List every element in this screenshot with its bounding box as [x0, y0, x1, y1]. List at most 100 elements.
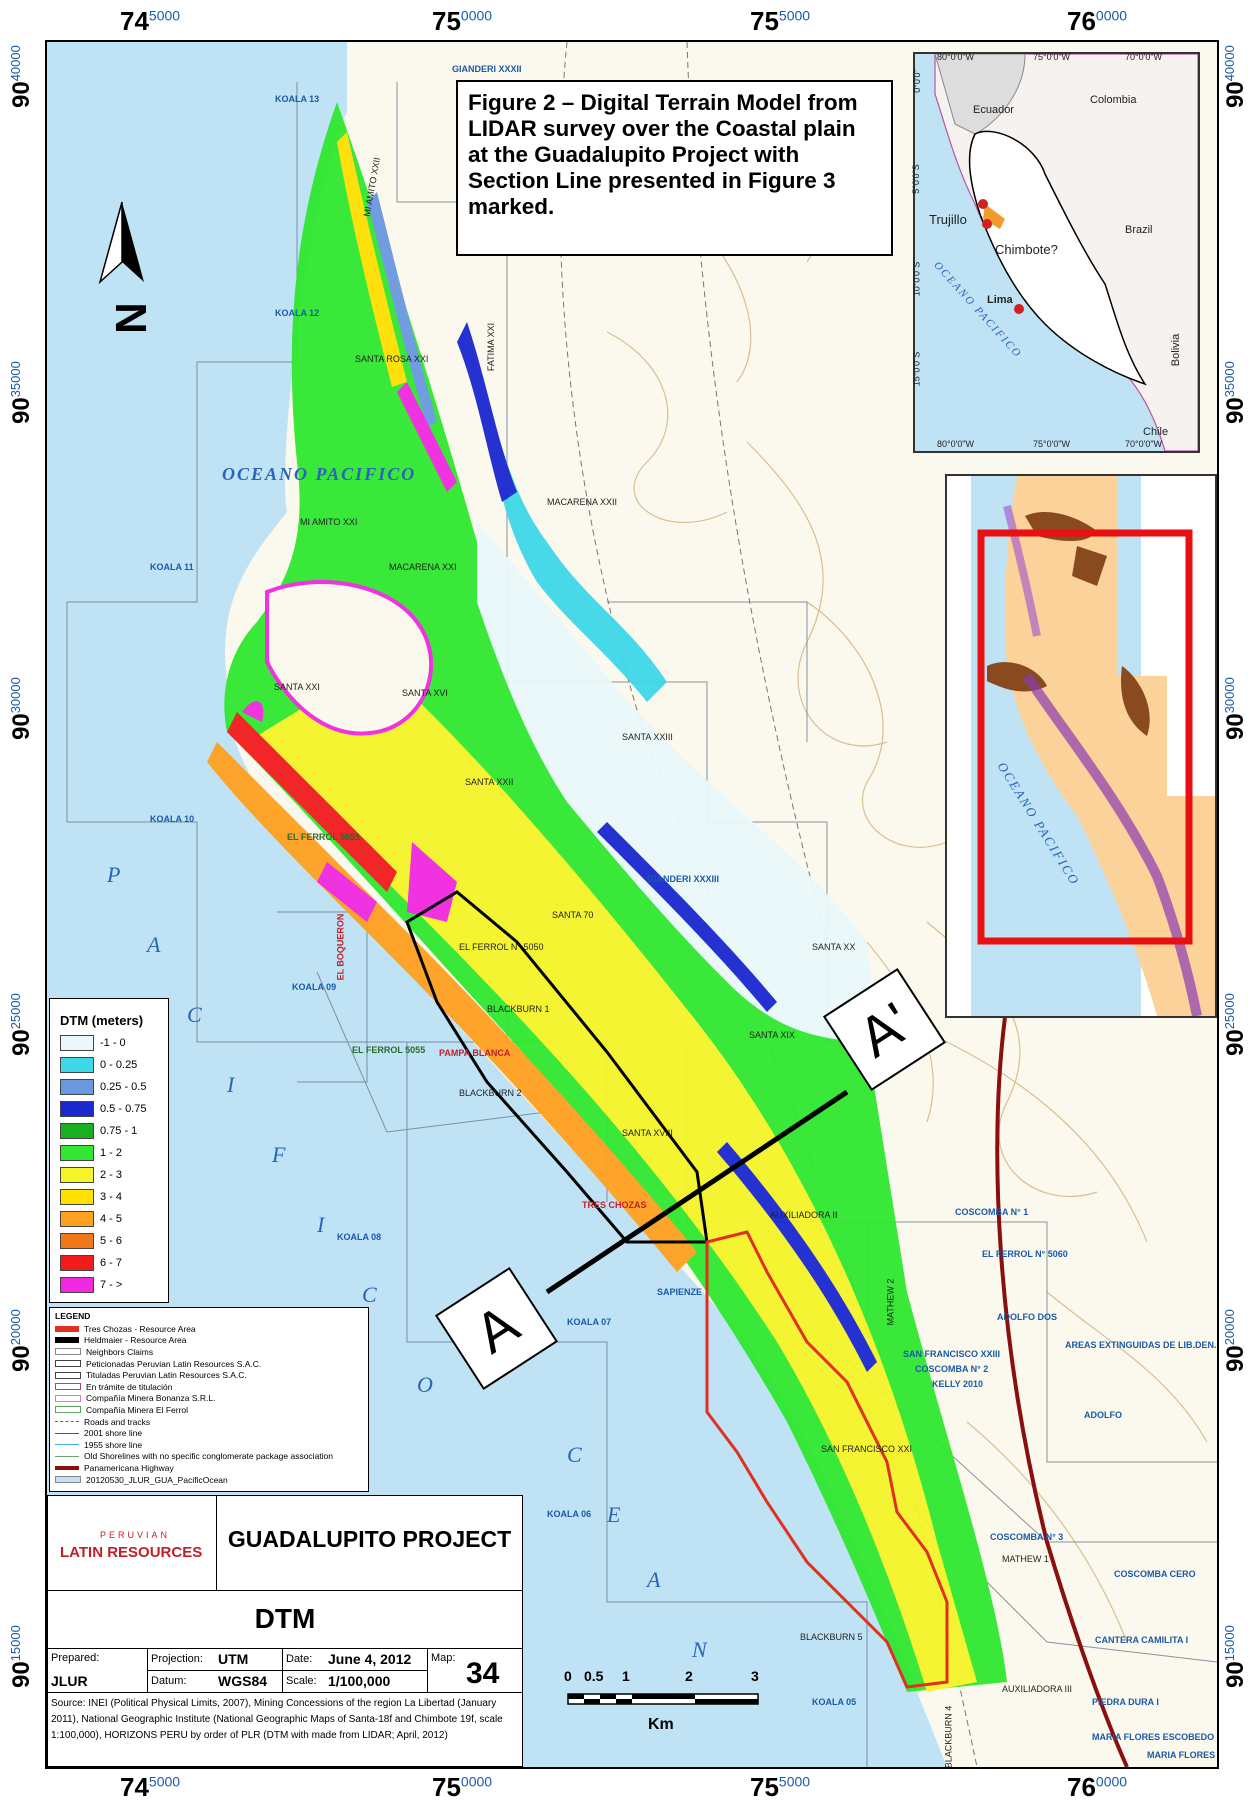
panamericana-highway [995, 1001, 1129, 1767]
legend-swatch [55, 1465, 79, 1470]
legend-row: En trámite de titulación [50, 1381, 368, 1393]
coord-top-760000: 760000 [1067, 6, 1128, 36]
legend-swatch [55, 1337, 79, 1344]
scale-tick-label: 0.5 [584, 1668, 604, 1684]
dtm-swatch [60, 1255, 94, 1271]
coord-top-750000: 750000 [432, 6, 493, 36]
claim-label-koala-08: KOALA 08 [337, 1232, 382, 1242]
inset-lon-label: 70°0'0"W [1125, 52, 1163, 62]
inset-country-ecuador: Ecuador [973, 104, 1014, 116]
pacific-letter: P [107, 862, 123, 887]
svg-text:N: N [107, 302, 156, 334]
datum-value: WGS84 [218, 1673, 268, 1689]
legend-row: 1955 shore line [50, 1439, 368, 1451]
dtm-swatch [60, 1233, 94, 1249]
coord-right-9030000: 9030000 [1222, 677, 1249, 740]
claim-label: BLACKBURN 2 [459, 1088, 522, 1098]
dtm-legend-row: 7 - > [50, 1274, 168, 1296]
claim-label: MARIA FLORES ESCOBEDO [1092, 1732, 1215, 1742]
claim-label-el-boqueron: EL BOQUERON [335, 913, 346, 981]
dtm-legend-row: 0.25 - 0.5 [50, 1076, 168, 1098]
claim-label: MARIA FLORES [1147, 1750, 1216, 1760]
dtm-swatch [60, 1035, 94, 1051]
section-line [545, 1089, 849, 1295]
title-block: PERUVIAN LATIN RESOURCES GUADALUPITO PRO… [47, 1495, 523, 1767]
date-value: June 4, 2012 [328, 1651, 412, 1667]
claim-label: SANTA XXII [465, 777, 514, 787]
date-cell: Date: June 4, 2012 [283, 1649, 428, 1671]
inset-lat-label: 5°0'0"S [910, 164, 921, 194]
coord-bottom-750000: 750000 [432, 1772, 493, 1802]
inset-map-peru[interactable]: 80°0'0"W 75°0'0"W 70°0'0"W 80°0'0"W 75°0… [910, 52, 1200, 453]
claim-label: GIANDERI XXXII [452, 64, 522, 74]
coord-bottom-755000: 755000 [750, 1772, 811, 1802]
sheet-name: DTM [254, 1603, 316, 1634]
map-legend: LEGEND Tres Chozas - Resource Area Heldm… [49, 1307, 369, 1492]
dtm-legend: DTM (meters) -1 - 0 0 - 0.25 0.25 - 0.5 … [49, 998, 169, 1303]
claim-label: COSCOMBA N° 1 [955, 1207, 1029, 1217]
claim-label: COSCOMBA CERO [1114, 1569, 1196, 1579]
legend-row: Compañía Minera Bonanza S.R.L. [50, 1393, 368, 1405]
dtm-swatch [60, 1189, 94, 1205]
legend-row: Roads and tracks [50, 1416, 368, 1428]
dtm-swatch [60, 1101, 94, 1117]
legend-row: Neighbors Claims [50, 1346, 368, 1358]
claim-label: AUXILIADORA III [1002, 1684, 1073, 1694]
ocean-pacifico-label: OCEANO PACIFICO [222, 464, 417, 484]
coord-right-9040000: 9040000 [1222, 45, 1249, 108]
claim-label-koala-10: KOALA 10 [150, 814, 195, 824]
coord-left-9025000: 9025000 [8, 993, 35, 1056]
claim-label: PIEDRA DURA I [1092, 1697, 1159, 1707]
claim-label: SAN FRANCISCO XXIII [903, 1349, 1001, 1359]
legend-row: Tres Chozas - Resource Area [50, 1323, 368, 1335]
pacific-letter: C [187, 1002, 204, 1027]
inset-lon-label: 75°0'0"W [1033, 52, 1071, 62]
pacific-letter: C [567, 1442, 584, 1467]
inset-map-location[interactable]: OCEANO PACIFICO [945, 474, 1217, 1018]
map-number-cell: Map: 34 [428, 1649, 522, 1693]
coord-bottom-760000: 760000 [1067, 1772, 1128, 1802]
claim-label: ADOLFO [1084, 1410, 1122, 1420]
pacific-letter: F [272, 1142, 288, 1167]
inset-city-trujillo: Trujillo [929, 212, 967, 227]
coord-left-9035000: 9035000 [8, 361, 35, 424]
coord-left-9015000: 9015000 [8, 1625, 35, 1688]
logo-top-text: PERUVIAN [100, 1530, 171, 1540]
claim-label-koala-11: KOALA 11 [150, 562, 194, 572]
coord-top-755000: 755000 [750, 6, 811, 36]
scale-tick-label: 1 [622, 1668, 630, 1684]
claim-label: COSCOMBA N° 2 [915, 1364, 989, 1374]
claim-label: MACARENA XXII [547, 497, 618, 507]
project-name: GUADALUPITO PROJECT [227, 1526, 512, 1552]
claim-label-koala-13: KOALA 13 [275, 94, 320, 104]
figure-title: Figure 2 – Digital Terrain Model from LI… [468, 90, 858, 219]
dtm-legend-row: 1 - 2 [50, 1142, 168, 1164]
legend-swatch [55, 1394, 81, 1402]
legend-title: LEGEND [55, 1311, 91, 1321]
claim-label-koala-09: KOALA 09 [292, 982, 337, 992]
logo-bottom-text: LATIN RESOURCES [60, 1544, 203, 1561]
claim-label: SANTA XXIII [622, 732, 673, 742]
dtm-swatch [60, 1079, 94, 1095]
claim-label: SAN FRANCISCO XXI [821, 1444, 913, 1454]
legend-row: Tituladas Peruvian Latin Resources S.A.C… [50, 1369, 368, 1381]
legend-swatch [55, 1421, 79, 1423]
north-arrow-icon: N [98, 201, 156, 334]
dtm-swatch [60, 1145, 94, 1161]
claim-label: SANTA XIX [749, 1030, 795, 1040]
pacific-letter: C [362, 1282, 379, 1307]
claim-label: SANTA XVI [402, 688, 448, 698]
project-cell: GUADALUPITO PROJECT [217, 1496, 522, 1591]
inset-lon-label: 70°0'0"W [1125, 439, 1163, 449]
claim-label: EL FERROL N° 5060 [982, 1249, 1068, 1259]
coord-right-9015000: 9015000 [1222, 1625, 1249, 1688]
prepared-value: JLUR [51, 1673, 88, 1689]
pacific-letter: N [692, 1637, 709, 1662]
dtm-legend-row: 6 - 7 [50, 1252, 168, 1274]
coord-top-745000: 745000 [120, 6, 181, 36]
legend-swatch [55, 1360, 81, 1368]
scale-tick-label: 0 [564, 1668, 572, 1684]
dtm-swatch [60, 1167, 94, 1183]
pacific-letter: A [647, 1567, 663, 1592]
legend-swatch [55, 1444, 79, 1446]
